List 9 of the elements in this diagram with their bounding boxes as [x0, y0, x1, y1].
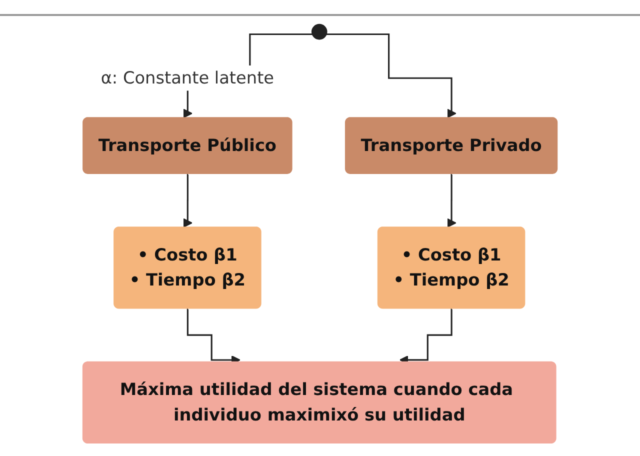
node-box: Transporte Público	[82, 117, 292, 174]
node-box: • Costo β1 • Tiempo β2	[377, 226, 526, 309]
node-box: Máxima utilidad del sistema cuando cada individuo maximixó su utilidad	[82, 361, 556, 444]
arrow	[326, 33, 456, 118]
arrow	[183, 174, 192, 228]
node-box: Transporte Privado	[344, 117, 558, 174]
node-box: • Costo β1 • Tiempo β2	[114, 226, 262, 309]
edge-label: α: Constante latente	[100, 68, 274, 88]
arrow	[447, 174, 456, 228]
